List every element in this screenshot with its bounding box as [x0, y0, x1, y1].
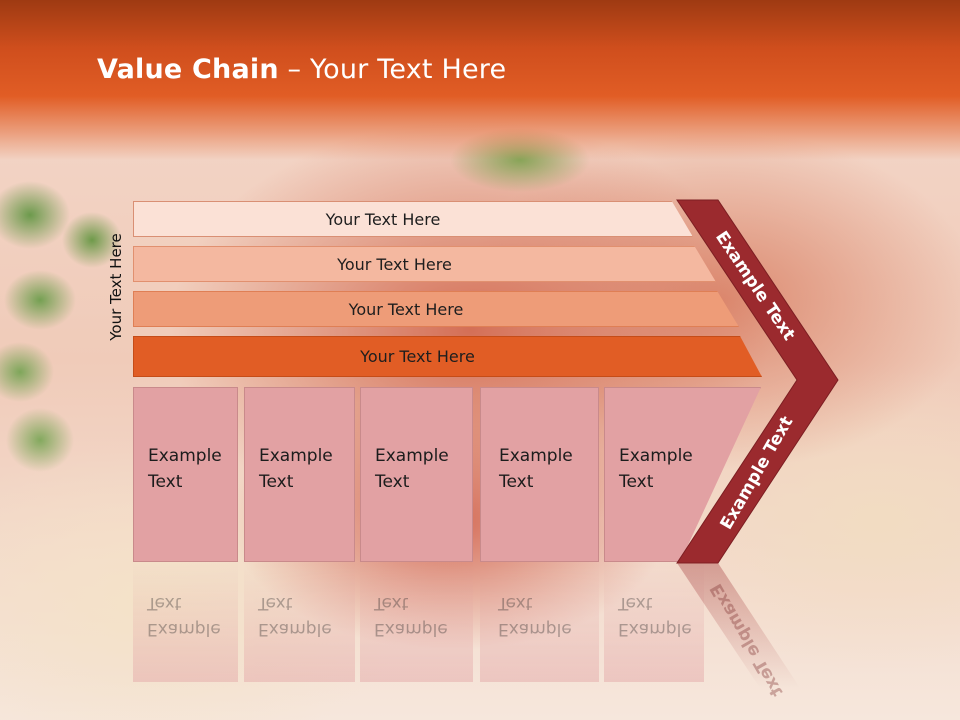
- activity-box-4[interactable]: Example Text: [480, 387, 599, 562]
- slide-title: Value Chain – Your Text Here: [97, 54, 506, 94]
- box-4-line-2: Text: [499, 472, 534, 492]
- box-2-line-1: Example: [259, 446, 333, 466]
- activity-box-3[interactable]: Example Text: [360, 387, 473, 562]
- box-5-line-2: Text: [619, 472, 654, 492]
- title-bold: Value Chain: [97, 54, 279, 85]
- bar-4[interactable]: Your Text Here: [133, 336, 762, 377]
- bar-2-label: Your Text Here: [337, 254, 452, 274]
- bar-4-label: Your Text Here: [360, 347, 475, 366]
- box-3-line-1: Example: [375, 446, 449, 466]
- box-5-line-1: Example: [619, 446, 693, 466]
- box-1-line-1: Example: [148, 446, 222, 466]
- bar-2[interactable]: Your Text Here: [133, 246, 716, 282]
- activity-box-2[interactable]: Example Text: [244, 387, 355, 562]
- box-2-line-2: Text: [259, 472, 294, 492]
- box-3-line-2: Text: [375, 472, 410, 492]
- side-label: Your Text Here: [107, 233, 125, 341]
- bar-3[interactable]: Your Text Here: [133, 291, 739, 327]
- title-rest: – Your Text Here: [278, 54, 507, 85]
- header-band: [0, 0, 960, 160]
- box-1-line-2: Text: [148, 472, 183, 492]
- bar-1-label: Your Text Here: [325, 209, 441, 229]
- box-4-line-1: Example: [499, 446, 573, 466]
- activity-box-1[interactable]: Example Text: [133, 387, 238, 562]
- bar-3-label: Your Text Here: [348, 299, 464, 319]
- bar-1[interactable]: Your Text Here: [133, 201, 693, 237]
